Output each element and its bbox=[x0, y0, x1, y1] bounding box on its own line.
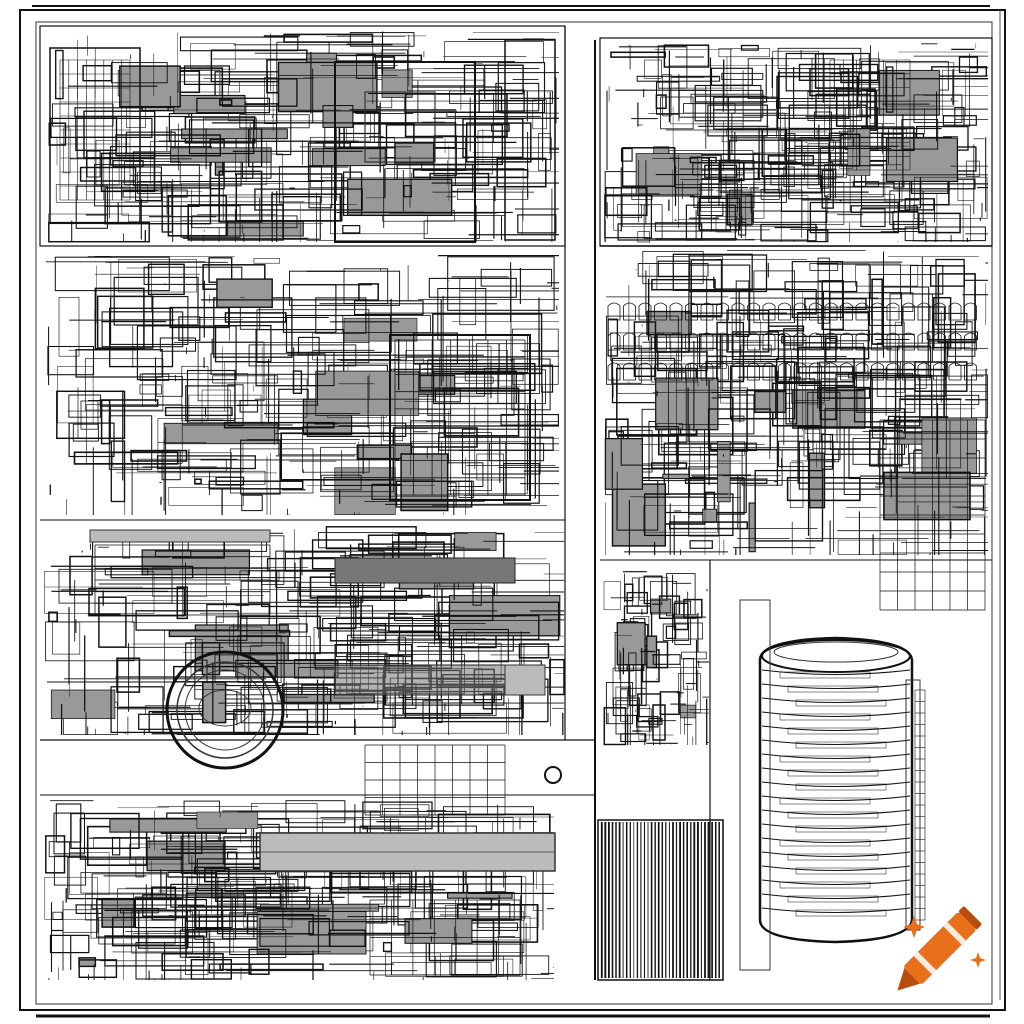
panel-middle-left-boiler-section bbox=[45, 254, 559, 515]
panel-upper-right-plant-elevation bbox=[604, 43, 988, 243]
sparkle-icon bbox=[903, 916, 986, 968]
sheet-frame bbox=[19, 5, 1006, 1018]
panel-lower-left-turbine-assembly bbox=[44, 526, 565, 980]
panel-middle-right-tank-array bbox=[604, 250, 988, 611]
panel-lower-right-cylindrical-tower bbox=[600, 571, 926, 978]
crayon-icon bbox=[897, 906, 982, 991]
large-features bbox=[49, 39, 921, 981]
panel-upper-left-machinery bbox=[43, 31, 559, 243]
panel-dividers bbox=[39, 25, 993, 980]
